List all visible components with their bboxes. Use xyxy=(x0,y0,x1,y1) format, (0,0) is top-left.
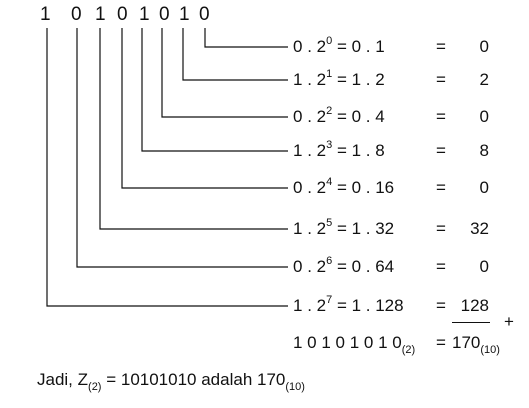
calc-expression: 0 . 26 = 0 . 64 xyxy=(293,255,395,276)
binary-digit: 0 xyxy=(159,4,170,25)
binary-digit: 0 xyxy=(199,4,210,25)
final-equals: = xyxy=(436,333,446,352)
connector-line xyxy=(204,28,288,48)
binary-digit: 1 xyxy=(139,4,150,25)
equals-sign: = xyxy=(436,178,446,197)
equals-sign: = xyxy=(436,141,446,160)
connector-line xyxy=(46,28,288,307)
calc-expression: 0 . 20 = 0 . 1 xyxy=(293,35,385,56)
final-decimal: 170(10) xyxy=(452,333,500,357)
calc-expression: 0 . 22 = 0 . 4 xyxy=(293,105,385,126)
calc-result: 2 xyxy=(479,70,489,89)
calc-result: 0 xyxy=(479,257,489,276)
binary-digit: 1 xyxy=(40,4,51,25)
calc-expression: 0 . 24 = 0 . 16 xyxy=(293,176,395,197)
equals-sign: = xyxy=(436,70,446,89)
sum-line xyxy=(452,322,490,323)
final-binary: 1 0 1 0 1 0 1 0(2) xyxy=(293,333,416,357)
binary-digit: 1 xyxy=(95,4,106,25)
equals-sign: = xyxy=(436,257,446,276)
plus-sign: + xyxy=(504,312,514,331)
connector-line xyxy=(76,28,288,268)
calc-expression: 1 . 25 = 1 . 32 xyxy=(293,217,395,238)
connector-line xyxy=(99,28,288,230)
equals-sign: = xyxy=(436,219,446,238)
calc-result: 0 xyxy=(479,37,489,56)
connector-line xyxy=(161,28,288,118)
binary-digit: 1 xyxy=(179,4,190,25)
binary-digit: 0 xyxy=(71,4,82,25)
connector-line xyxy=(141,28,288,152)
equals-sign: = xyxy=(436,296,446,315)
calc-result: 0 xyxy=(479,178,489,197)
conclusion-text: Jadi, Z(2) = 10101010 adalah 170(10) xyxy=(37,370,305,394)
calc-result: 0 xyxy=(479,107,489,126)
connector-line xyxy=(182,28,288,81)
equals-sign: = xyxy=(436,37,446,56)
calc-expression: 1 . 27 = 1 . 128 xyxy=(293,294,404,315)
connector-line xyxy=(121,28,288,189)
calc-expression: 1 . 21 = 1 . 2 xyxy=(293,68,385,89)
binary-digit: 0 xyxy=(117,4,128,25)
calc-result: 128 xyxy=(460,296,489,315)
calc-expression: 1 . 23 = 1 . 8 xyxy=(293,139,385,160)
calc-result: 32 xyxy=(470,219,489,238)
calc-result: 8 xyxy=(479,141,489,160)
equals-sign: = xyxy=(436,107,446,126)
